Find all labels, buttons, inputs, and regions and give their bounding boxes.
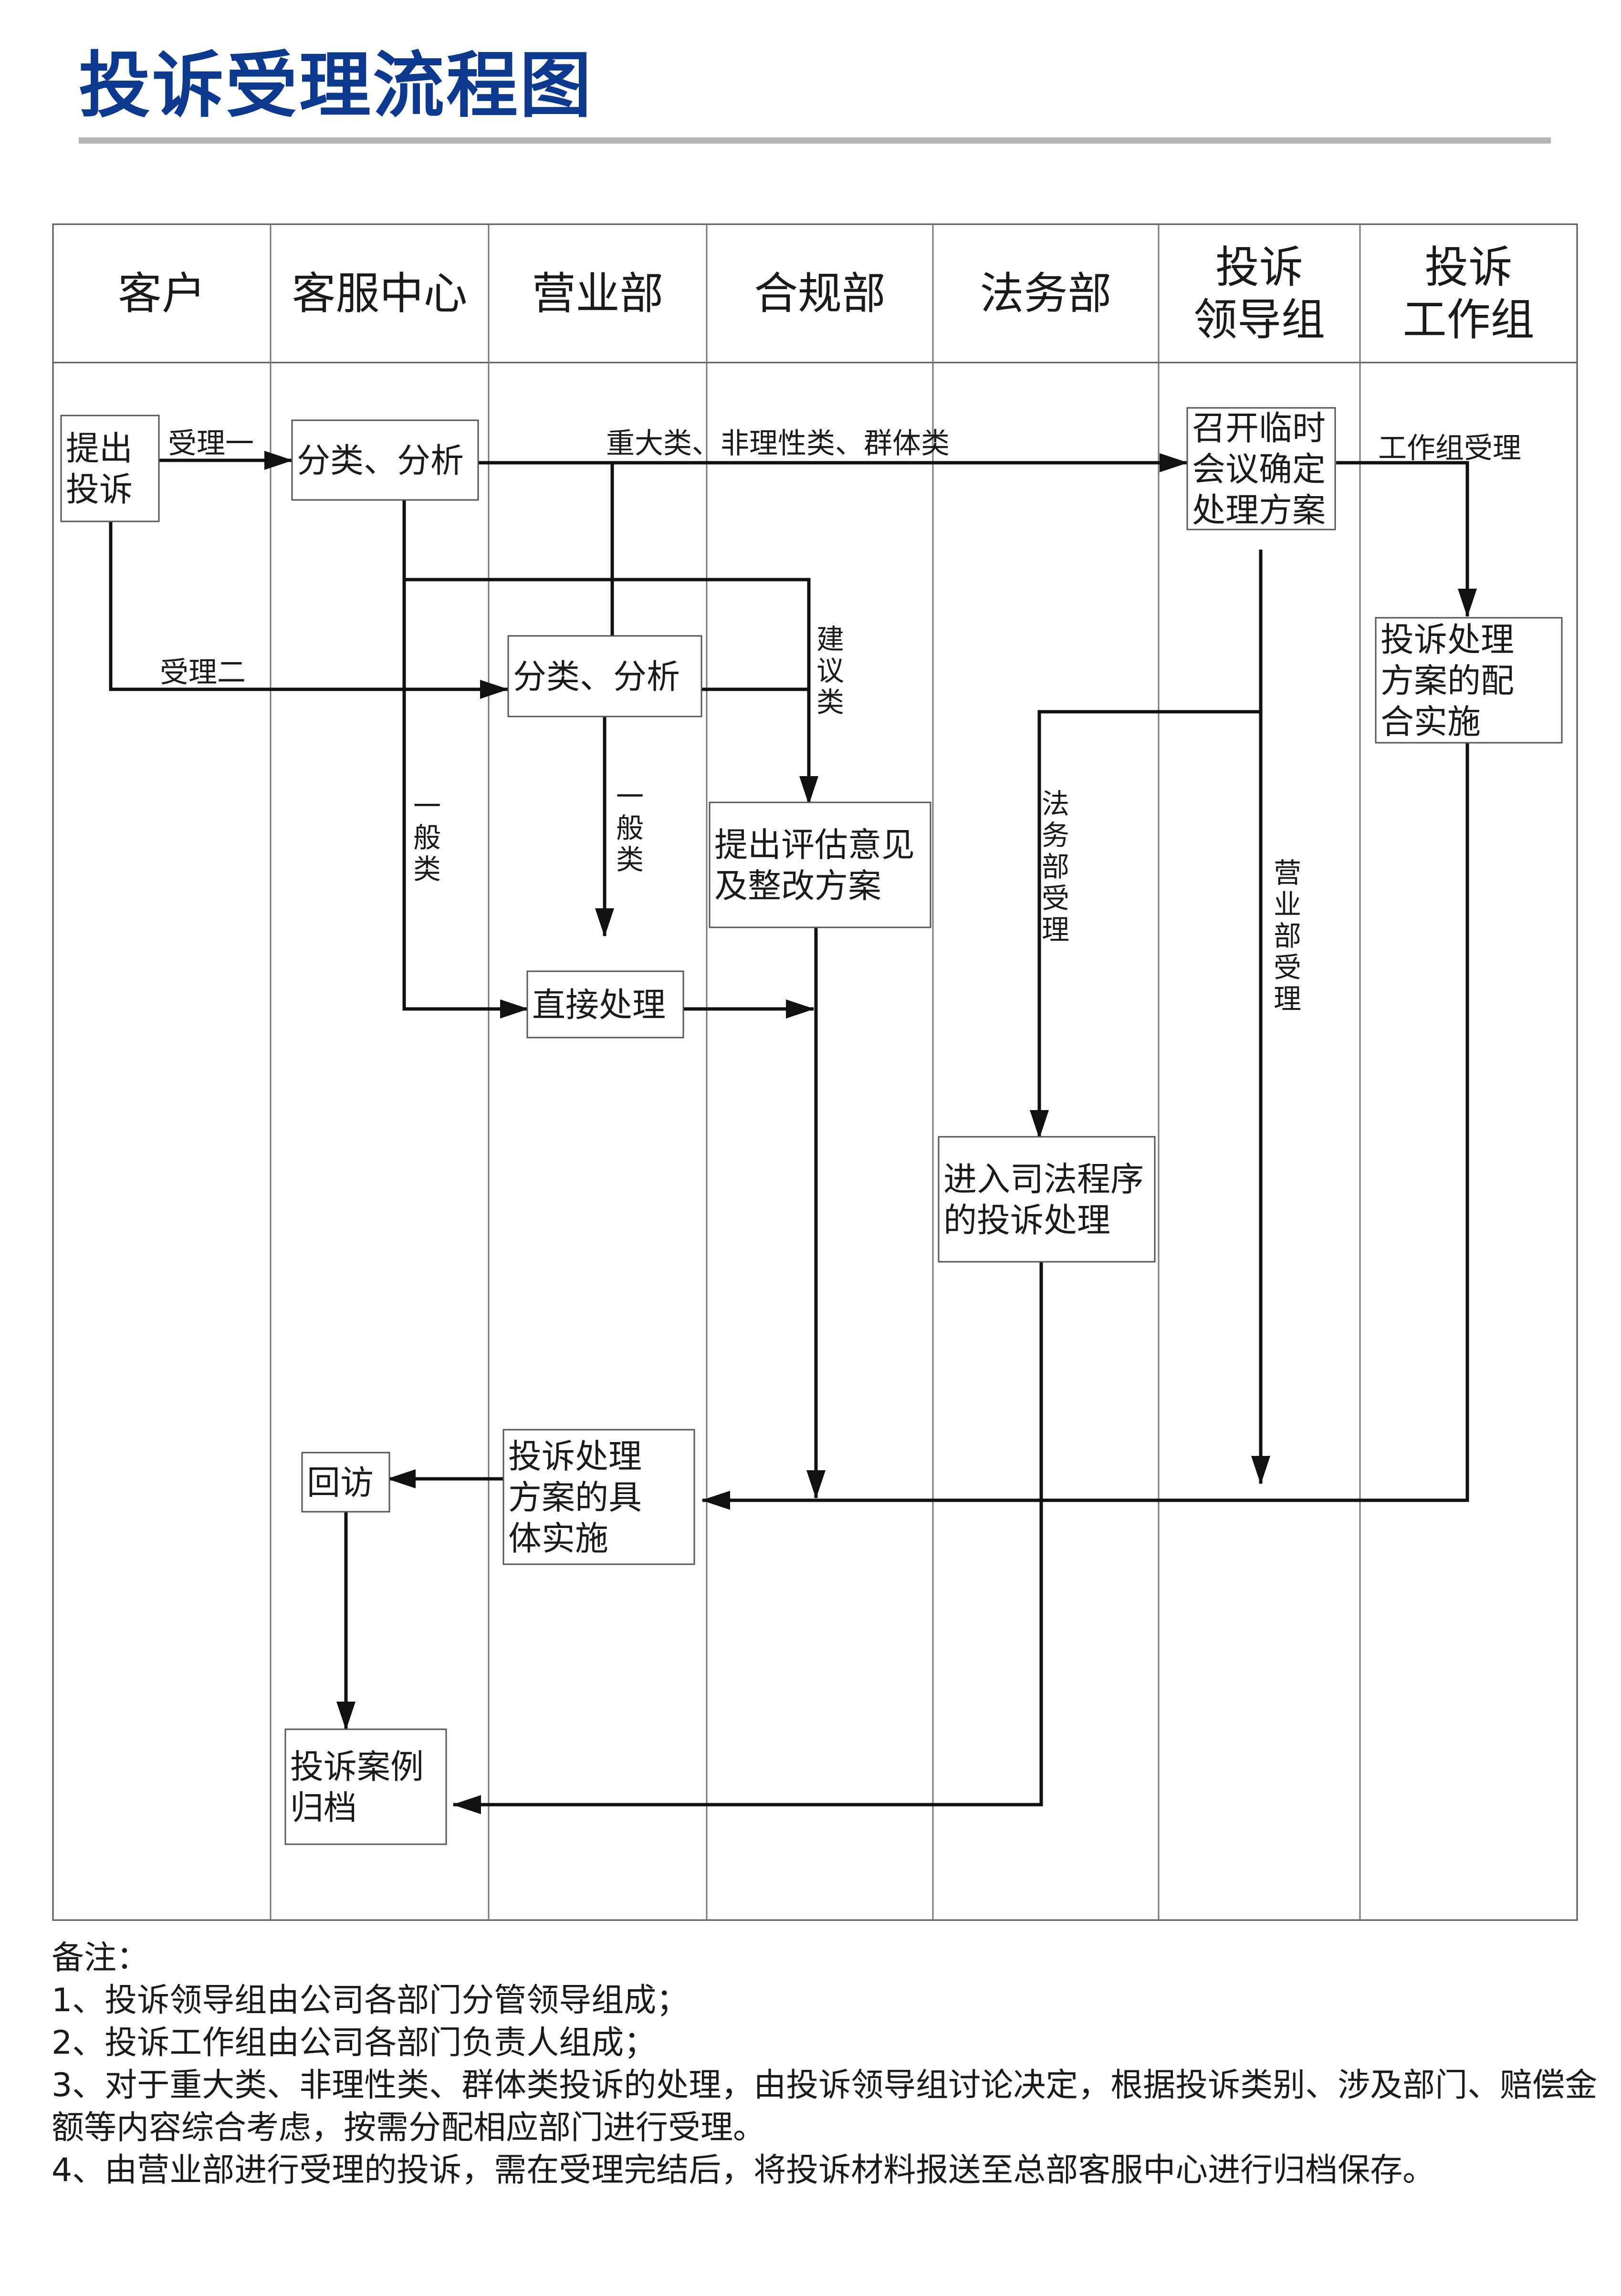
process-nodes: 提出投诉分类、分析分类、分析召开临时会议确定处理方案投诉处理方案的配合实施提出评… <box>60 407 1563 1845</box>
edge-wg-return <box>701 742 1469 1510</box>
node-label-classify1: 分类、分析 <box>297 441 464 480</box>
node-label-judicial: 的投诉处理 <box>943 1201 1110 1240</box>
node-label-direct: 直接处理 <box>532 986 666 1025</box>
edge-accept2 <box>109 520 509 699</box>
node-label-submit: 投诉 <box>66 470 133 509</box>
edge-label-accept2: 受理二 <box>160 656 246 689</box>
lane-header-legal: 法务部 <box>980 268 1111 319</box>
node-label-judicial: 进入司法程序 <box>943 1160 1144 1199</box>
note-item-3: 3、对于重大类、非理性类、群体类投诉的处理，由投诉领导组讨论决定，根据投诉类别、… <box>52 2067 1598 2147</box>
node-revisit <box>301 1452 390 1513</box>
note-item-1: 1、投诉领导组由公司各部门分管领导组成； <box>52 1982 689 2019</box>
lane-header-leaders: 领导组 <box>1193 294 1325 345</box>
lane-header-customer: 客户 <box>118 268 206 319</box>
node-submit <box>60 415 160 522</box>
node-assess <box>709 801 931 928</box>
node-label-assess: 提出评估意见 <box>714 825 915 864</box>
node-direct <box>526 970 684 1039</box>
node-classify1 <box>291 419 479 501</box>
notes-heading: 备注： <box>52 1939 149 1977</box>
edge-general1 <box>402 499 529 1018</box>
edge-judicial-archive <box>452 1262 1043 1814</box>
node-label-meeting: 召开临时 <box>1192 409 1326 448</box>
node-archive <box>284 1728 447 1845</box>
node-label-wg-plan: 合实施 <box>1380 702 1481 741</box>
node-label-archive: 归档 <box>290 1788 357 1828</box>
node-label-meeting: 处理方案 <box>1192 491 1326 530</box>
lane-frame <box>52 223 1578 1921</box>
edge-label-suggest: 建议类 <box>816 623 844 718</box>
edge-label-general2: 一般类 <box>616 780 644 876</box>
edge-label-general1: 一般类 <box>413 790 441 885</box>
edge-label-biz-accept: 营业部受理 <box>1274 857 1301 1015</box>
lane-header-service: 客服中心 <box>292 268 467 319</box>
node-label-meeting: 会议确定 <box>1192 450 1326 489</box>
edge-wg-accept <box>1336 461 1477 617</box>
lane-header-leaders: 投诉 <box>1215 242 1303 293</box>
edge-legal-accept <box>1030 710 1261 1139</box>
edge-label-accept1: 受理一 <box>168 427 254 460</box>
title-rule <box>79 137 1551 144</box>
node-label-wg-plan: 方案的配 <box>1380 661 1514 700</box>
lane-header-workgroup: 工作组 <box>1402 294 1534 345</box>
note-item-4: 4、由营业部进行受理的投诉，需在受理完结后，将投诉材料报送至总部客服中心进行归档… <box>52 2151 1435 2189</box>
lane-header-workgroup: 投诉 <box>1424 242 1512 293</box>
node-label-assess: 及整改方案 <box>714 866 881 905</box>
edge-suggest-top <box>404 578 818 805</box>
notes-section: 备注： 1、投诉领导组由公司各部门分管领导组成； 2、投诉工作组由公司各部门负责… <box>52 1937 1598 2192</box>
node-label-implement: 投诉处理 <box>508 1437 642 1476</box>
swimlane-grid: 客户客服中心营业部合规部法务部投诉领导组投诉工作组 <box>52 223 1578 1921</box>
connectors <box>109 451 1477 1814</box>
note-item-2: 2、投诉工作组由公司各部门负责人组成； <box>52 2024 657 2062</box>
lane-header-business: 营业部 <box>532 268 663 319</box>
node-label-revisit: 回访 <box>307 1463 374 1502</box>
node-label-classify2: 分类、分析 <box>513 657 680 696</box>
node-judicial <box>938 1136 1156 1263</box>
node-label-implement: 方案的具 <box>508 1478 642 1517</box>
node-wg-plan <box>1375 617 1563 744</box>
lane-header-compliance: 合规部 <box>754 268 886 319</box>
node-implement <box>502 1429 695 1565</box>
edge-label-legal-accept: 法务部受理 <box>1042 788 1069 946</box>
node-classify2 <box>507 635 702 717</box>
edge-label-major: 重大类、非理性类、群体类 <box>606 427 950 460</box>
node-meeting <box>1186 407 1336 530</box>
node-label-archive: 投诉案例 <box>290 1747 424 1787</box>
node-label-submit: 提出 <box>66 429 133 468</box>
node-label-wg-plan: 投诉处理 <box>1380 620 1514 659</box>
node-label-implement: 体实施 <box>508 1519 608 1558</box>
edge-label-wg-accept: 工作组受理 <box>1378 432 1521 465</box>
flowchart: 客户客服中心营业部合规部法务部投诉领导组投诉工作组 提出投诉分类、分析分类、分析… <box>52 223 1578 1921</box>
page-title: 投诉受理流程图 <box>79 44 594 127</box>
